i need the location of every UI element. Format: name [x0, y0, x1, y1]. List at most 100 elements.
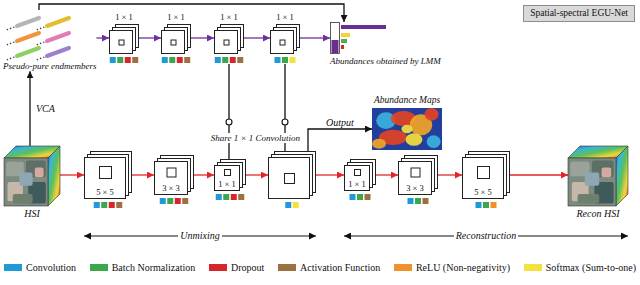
kernel-size: 1 × 1: [220, 13, 238, 23]
connector-arrow: [132, 174, 154, 175]
layer-color-chip: [101, 202, 107, 208]
kernel-size: 5 × 5: [462, 188, 504, 198]
feature-stack: 1 × 1: [344, 159, 376, 201]
kernel-square: [224, 40, 229, 45]
layer-color-chip: [177, 57, 183, 63]
connector-arrow: [39, 4, 344, 22]
legend-item: Softmax (Sum-to-one): [524, 262, 636, 274]
abundance-bar: [341, 25, 386, 29]
abundance-bar: [341, 33, 350, 37]
connector-arrow: [191, 37, 214, 38]
endmember-dot: [43, 41, 45, 43]
endmember-dot: [43, 56, 45, 58]
node-figure: [161, 24, 191, 64]
legend-item: Activation Function: [278, 262, 380, 274]
annotation-label: Reconstruction: [454, 230, 519, 242]
layer-color-chip: [215, 57, 221, 63]
legend-text: Softmax (Sum-to-one): [546, 262, 636, 274]
legend-item: Batch Normalization: [90, 262, 196, 274]
kernel-square: [119, 40, 124, 45]
endmember-dot: [40, 58, 42, 60]
feature-map: [85, 158, 126, 199]
endmember-dot: [10, 58, 12, 60]
endmember-pencil: [47, 33, 69, 41]
connector-arrow: [194, 174, 214, 175]
feature-stack: 5 × 5: [462, 151, 510, 209]
feature-map: [271, 31, 294, 54]
map-region: [425, 108, 439, 121]
endmember-dot: [37, 59, 39, 61]
title-text: Spatial-spectral EGU-Net: [530, 8, 628, 19]
kernel-size: 1 × 1: [167, 13, 185, 23]
title-box: Spatial-spectral EGU-Net: [523, 5, 635, 22]
legend-text: ReLU (Non-negativity): [416, 262, 510, 274]
endmember-dot: [7, 44, 9, 46]
kernel-size: 3 × 3: [398, 184, 432, 194]
feature-map: [345, 166, 370, 191]
share-junction: [226, 119, 232, 125]
figure-caption: Abundances obtained by LMM: [330, 56, 441, 66]
layer-color-chip: [169, 57, 175, 63]
endmember-dot: [7, 29, 9, 31]
kernel-size: 1 × 1: [214, 180, 240, 190]
node-figure: [568, 146, 628, 206]
layer-color-chip: [415, 198, 421, 204]
feature-map: [463, 158, 504, 199]
endmember-dot: [13, 26, 15, 28]
node-figure: [372, 108, 442, 150]
kernel-size: 1 × 1: [344, 180, 370, 190]
kernel-size: 3 × 3: [154, 184, 188, 194]
node-figure: [398, 155, 438, 205]
layer-color-chip: [350, 194, 356, 200]
map-region: [401, 125, 412, 133]
image-patch: [578, 194, 600, 204]
node-figure: [330, 22, 390, 54]
layer-color-chip: [94, 202, 100, 208]
legend-swatch: [278, 264, 296, 271]
layer-color-chip: [222, 57, 228, 63]
connector-arrow: [228, 64, 229, 159]
abundance-bar: [341, 45, 344, 49]
endmember-dot: [10, 28, 12, 30]
layer-color-chip: [162, 57, 168, 63]
endmember-dot: [43, 26, 45, 28]
legend-text: Convolution: [26, 262, 76, 274]
connector-arrow: [60, 174, 84, 175]
abundance-bar-chart: Abundances obtained by LMM: [330, 22, 390, 54]
layer-color-chip: [109, 202, 115, 208]
layer-color-chip: [184, 57, 190, 63]
legend-swatch: [209, 264, 227, 271]
layer-color-chip: [117, 57, 123, 63]
kernel-square: [478, 167, 490, 179]
endmember-dot: [40, 28, 42, 30]
annotation-label: Share 1 × 1 Convolution: [209, 133, 302, 143]
layer-color-chip: [275, 57, 281, 63]
kernel-size: 1 × 1: [115, 13, 133, 23]
image-patch: [35, 168, 44, 178]
cube-side: [48, 146, 60, 206]
cube-side: [616, 146, 628, 206]
node-figure: [270, 24, 300, 64]
image-patch: [13, 194, 33, 204]
layer-color-chip: [483, 202, 489, 208]
node-figure: [109, 24, 139, 64]
kernel-square: [167, 168, 176, 177]
endmember-dot: [13, 41, 15, 43]
edge-label: VCA: [34, 103, 57, 115]
feature-stack: 1 × 1: [214, 159, 246, 201]
endmember-pencil: [47, 18, 69, 26]
cube-front: [568, 158, 616, 206]
layer-color-chip: [110, 57, 116, 63]
feature-map: [162, 31, 185, 54]
kernel-square: [411, 168, 420, 177]
layer-color-chip: [175, 198, 181, 204]
endmember-dot: [7, 59, 9, 61]
feature-stack: 1 × 1: [214, 24, 244, 64]
endmember-pencil: [17, 33, 39, 41]
map-region: [427, 135, 441, 148]
map-ground: [372, 108, 442, 150]
layer-color-chip: [285, 202, 291, 208]
hsi-cube: HSI: [4, 146, 60, 206]
map-region: [372, 139, 386, 149]
